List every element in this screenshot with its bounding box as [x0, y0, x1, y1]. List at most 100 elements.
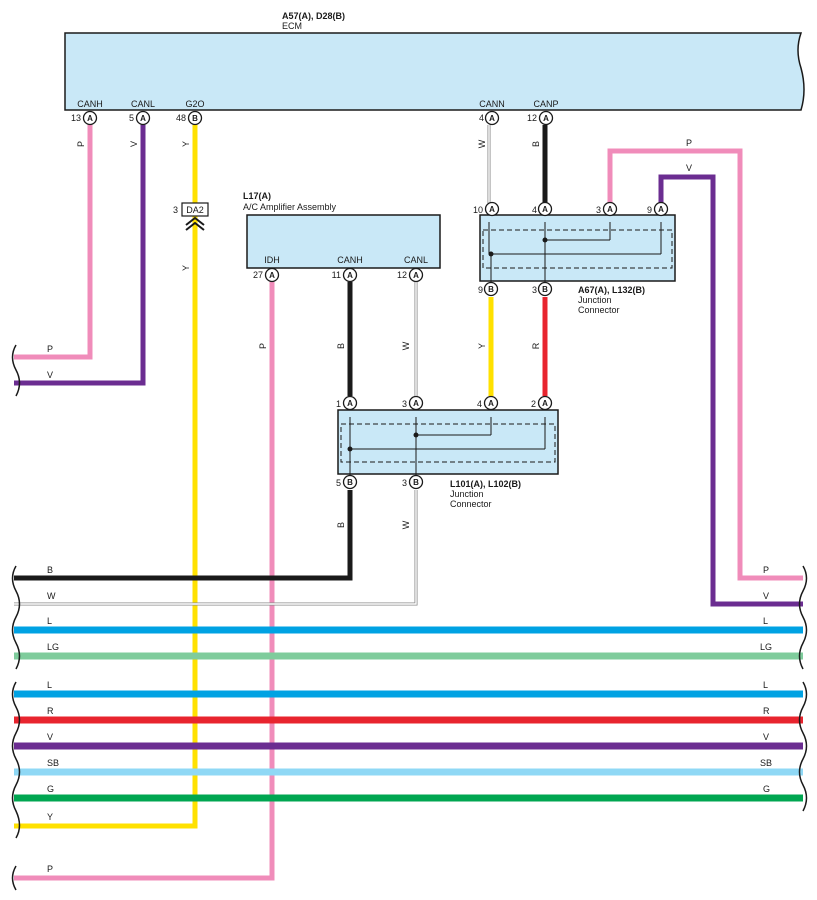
wire-label-ecm-canp: B: [531, 141, 541, 147]
pin-circle: [264, 267, 280, 283]
amp-box: [246, 214, 441, 269]
wire-label-amp-idh: P: [258, 343, 268, 349]
bus-label-left-g: G: [47, 784, 54, 794]
bus-label-right-v: V: [763, 732, 769, 742]
pin-conn-letter: A: [269, 271, 275, 280]
ecm-pin-label-canl: CANL: [131, 99, 155, 109]
pin-circle: [342, 267, 358, 283]
pin-circle: [82, 110, 98, 126]
inline-connector-chevron: [185, 216, 205, 226]
pin-circle: [602, 201, 618, 217]
pin-number: 27: [253, 270, 263, 280]
amp-pin-canl: 12 A: [397, 267, 424, 283]
junction-connector-l101: 1 A 3 A 4 A 2 A 5 B 3 B L101(A),: [336, 395, 559, 509]
pin-number: 4: [477, 399, 482, 409]
pin-number: 2: [531, 399, 536, 409]
bus-label-left-l1: L: [47, 616, 52, 626]
pin-circle: [408, 395, 424, 411]
pin-number: 12: [527, 113, 537, 123]
jc2-splice-b: [347, 446, 353, 452]
jc1-pin-a4: 4 A: [532, 201, 553, 217]
inline-connector-name: DA2: [186, 205, 204, 215]
pin-conn-letter: B: [192, 114, 198, 123]
bus-label-left-r: R: [47, 706, 54, 716]
pin-circle: [408, 267, 424, 283]
wire-label-jc2-b5: B: [336, 522, 346, 528]
jc2-pin-b3: 3 B: [402, 474, 424, 490]
bus-label-left-lg: LG: [47, 642, 59, 652]
jc2-name-line2: Connector: [450, 499, 492, 509]
jc2-pin-a2: 2 A: [531, 395, 553, 411]
pin-number: 5: [129, 113, 134, 123]
pin-number: 9: [647, 205, 652, 215]
wire-ecm-canh: [14, 125, 93, 360]
wire-label-ecm-canl: V: [129, 141, 139, 147]
pin-conn-letter: A: [347, 271, 353, 280]
left-stub-label-v: V: [47, 370, 53, 380]
wire-label-ecm-canh: P: [76, 141, 86, 147]
jc1-pin-b9: 9 B: [478, 281, 499, 297]
ecm-box: [64, 32, 805, 111]
pin-conn-letter: A: [489, 205, 495, 214]
pin-conn-letter: A: [488, 399, 494, 408]
wire-label-jc1-to-ecm-p: P: [686, 138, 692, 148]
pin-circle: [408, 474, 424, 490]
wire-amp-idh: [14, 282, 275, 881]
pin-conn-letter: A: [542, 205, 548, 214]
pin-conn-letter: A: [607, 205, 613, 214]
pin-circle: [537, 201, 553, 217]
jc1-splice-b: [488, 251, 494, 257]
amp-pin-label-canh: CANH: [337, 255, 363, 265]
amp-ref: L17(A): [243, 191, 271, 201]
ecm-component: A57(A), D28(B) ECM CANH CANL G2O CANN CA…: [64, 11, 805, 126]
pin-conn-letter: B: [542, 285, 548, 294]
bus-label-left-y: Y: [47, 812, 53, 822]
jc2-ref: L101(A), L102(B): [450, 479, 521, 489]
pin-number: 3: [532, 285, 537, 295]
pin-conn-letter: A: [542, 399, 548, 408]
left-wire-labels: P V B W L LG L R V SB G Y P: [47, 344, 59, 874]
pin-number: 3: [402, 399, 407, 409]
amp-name: A/C Amplifier Assembly: [243, 202, 337, 212]
jc1-inner-dashed: [482, 229, 673, 269]
inline-connector-box: [181, 202, 209, 217]
pin-conn-letter: B: [413, 478, 419, 487]
break-marks: [11, 344, 808, 891]
wire-ecm-g2o: [14, 125, 198, 829]
jc1-ref: A67(A), L132(B): [578, 285, 645, 295]
pin-circle: [187, 110, 203, 126]
jc1-pin-a9: 9 A: [647, 201, 669, 217]
amp-pin-idh: 27 A: [253, 267, 280, 283]
jc1-pin-a10: 10 A: [473, 201, 500, 217]
wire-label-ecm-g2o-lower: Y: [181, 265, 191, 271]
ecm-pin-g2o: 48 B: [176, 110, 203, 126]
amp-pin-canh: 11 A: [332, 267, 358, 283]
pin-number: 1: [336, 399, 341, 409]
wire-jc2-b5: [14, 490, 353, 581]
bus-label-right-sb: SB: [760, 758, 772, 768]
pin-circle: [537, 395, 553, 411]
jc1-name-line1: Junction: [578, 295, 612, 305]
jc2-pin-b5: 5 B: [336, 474, 358, 490]
wire-jc2-b3-core: [14, 490, 417, 605]
ecm-ref: A57(A), D28(B): [282, 11, 345, 21]
right-stub-label-v: V: [763, 591, 769, 601]
bus-label-right-l2: L: [763, 680, 768, 690]
pin-number: 12: [397, 270, 407, 280]
pin-conn-letter: A: [140, 114, 146, 123]
pin-number: 5: [336, 478, 341, 488]
pin-conn-letter: A: [489, 114, 495, 123]
wire-jc2-b3: [14, 490, 418, 606]
pin-number: 3: [402, 478, 407, 488]
wire-ecm-canl: [14, 125, 146, 386]
pin-conn-letter: B: [488, 285, 494, 294]
pin-circle: [135, 110, 151, 126]
bus-label-right-g: G: [763, 784, 770, 794]
bus-label-left-v: V: [47, 732, 53, 742]
ecm-pin-label-g2o: G2O: [185, 99, 204, 109]
wire-label-jc1-b3: R: [531, 342, 541, 349]
pin-number: 10: [473, 205, 483, 215]
pin-conn-letter: A: [413, 399, 419, 408]
wire-label-jc2-b3: W: [401, 520, 411, 529]
ecm-pin-cann: 4 A: [479, 110, 500, 126]
